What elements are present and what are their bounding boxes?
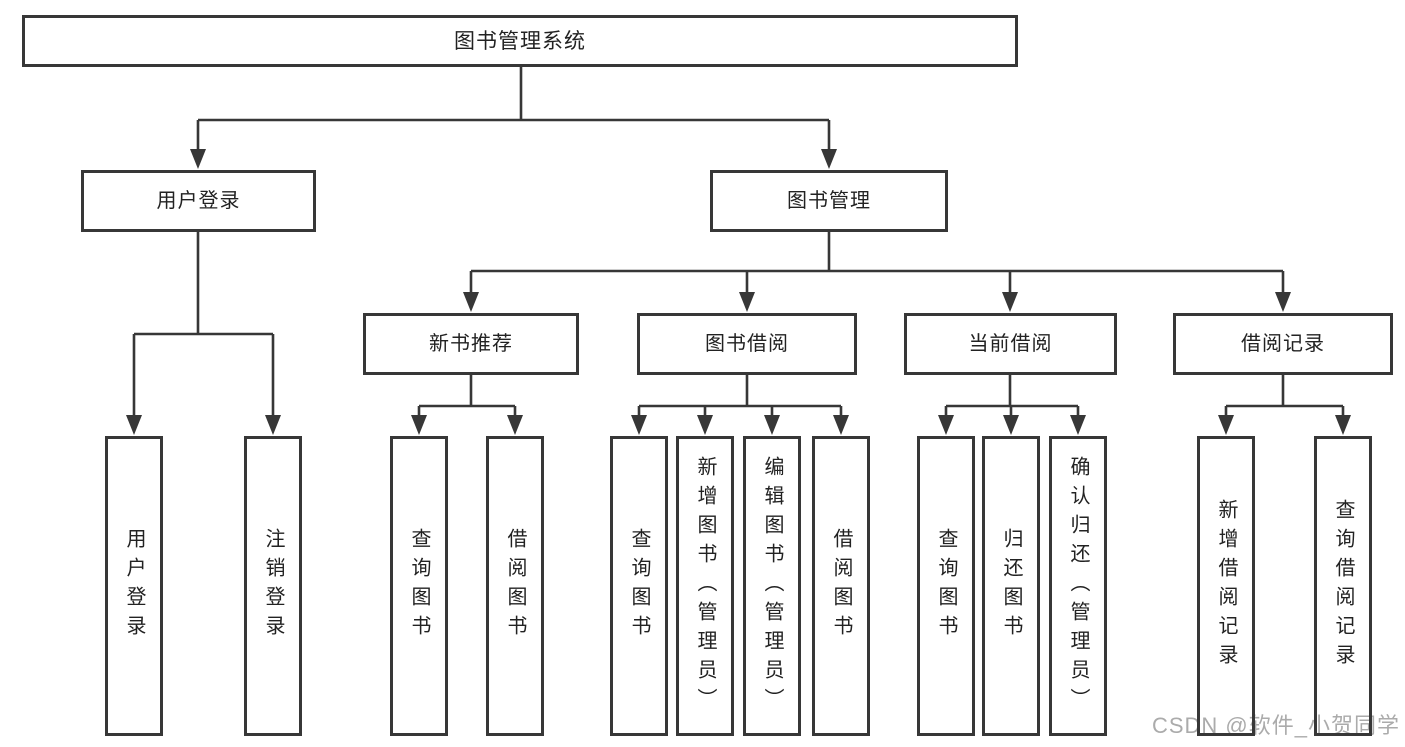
- leaf-query-books-borrow: 查询图书: [610, 436, 668, 736]
- leaf-query-borrow-record: 查询借阅记录: [1314, 436, 1372, 736]
- leaf-query-books-recommend: 查询图书: [390, 436, 448, 736]
- leaf-user-login: 用户登录: [105, 436, 163, 736]
- node-new-book-recommend: 新书推荐: [363, 313, 579, 375]
- connector-lines: [132, 67, 1345, 417]
- node-root: 图书管理系统: [22, 15, 1018, 67]
- csdn-watermark: CSDN @软件_小贺同学: [1151, 713, 1400, 738]
- node-book-borrow: 图书借阅: [637, 313, 857, 375]
- node-user-login: 用户登录: [81, 170, 316, 232]
- leaf-edit-book-admin: 编辑图书（管理员）: [743, 436, 801, 736]
- leaf-add-book-admin: 新增图书（管理员）: [676, 436, 734, 736]
- node-book-management: 图书管理: [710, 170, 948, 232]
- leaf-borrow-books: 借阅图书: [812, 436, 870, 736]
- leaf-add-borrow-record: 新增借阅记录: [1197, 436, 1255, 736]
- node-current-borrow: 当前借阅: [904, 313, 1117, 375]
- leaf-logout: 注销登录: [244, 436, 302, 736]
- leaf-confirm-return-admin: 确认归还（管理员）: [1049, 436, 1107, 736]
- leaf-borrow-books-recommend: 借阅图书: [486, 436, 544, 736]
- leaf-query-books-current: 查询图书: [917, 436, 975, 736]
- leaf-return-book: 归还图书: [982, 436, 1040, 736]
- node-borrow-records: 借阅记录: [1173, 313, 1393, 375]
